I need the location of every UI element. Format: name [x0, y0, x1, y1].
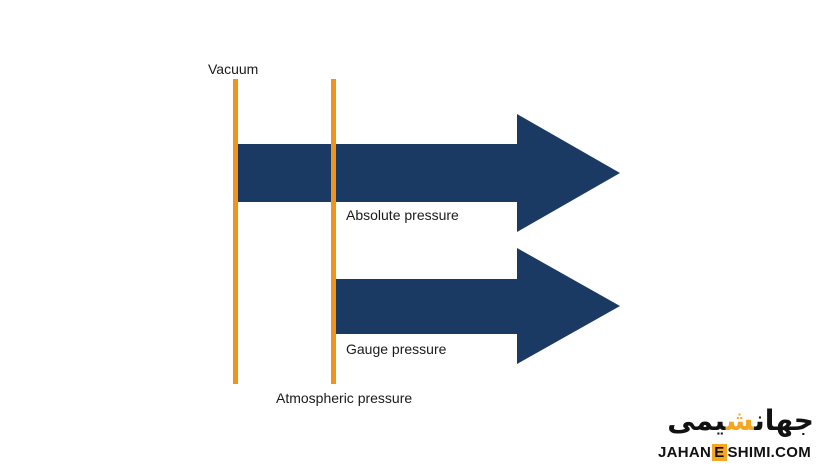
vacuum-reference-line [233, 79, 238, 384]
logo-persian-rest: یمی [667, 404, 727, 437]
logo-latin-box: E [712, 444, 727, 461]
atmospheric-pressure-label: Atmospheric pressure [276, 390, 413, 406]
atmospheric-reference-line [331, 79, 336, 384]
logo-latin-prefix: JAHAN [658, 444, 712, 461]
absolute-pressure-arrow [238, 114, 620, 232]
gauge-pressure-label: Gauge pressure [346, 341, 447, 357]
logo-latin-suffix: SHIMI.COM [727, 444, 812, 461]
logo-persian-text: جهانشیمی [667, 404, 815, 437]
logo-persian-main: جهان [754, 404, 815, 437]
gauge-pressure-arrow [335, 248, 620, 364]
logo-persian-accent: ش [725, 404, 755, 437]
vacuum-label: Vacuum [208, 61, 259, 77]
absolute-pressure-label: Absolute pressure [346, 207, 459, 223]
